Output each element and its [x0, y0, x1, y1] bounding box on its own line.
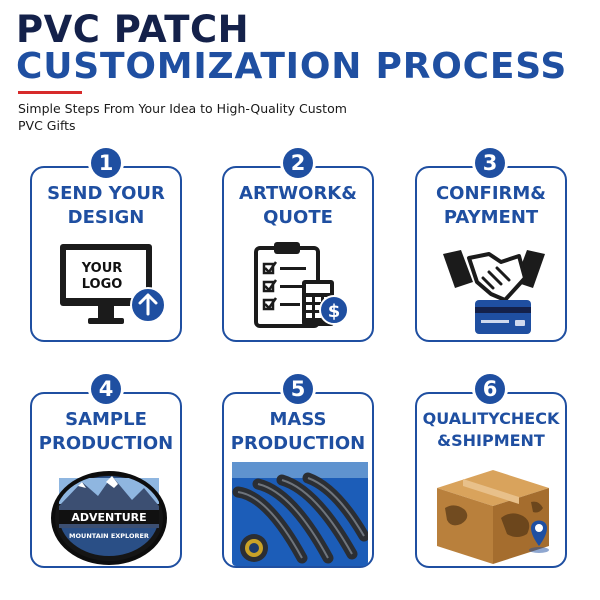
step-title: ARTWORK&QUOTE: [239, 183, 357, 228]
checklist-calculator-icon: $: [254, 242, 349, 328]
step-number-badge-6: 6: [475, 374, 505, 404]
monitor-text-2: LOGO: [82, 277, 123, 292]
step-number-badge-3: 3: [475, 148, 505, 178]
step-title: QUALITYCHECK&SHIPMENT: [422, 409, 560, 450]
page-subtitle: Simple Steps From Your Idea to High-Qual…: [18, 101, 347, 133]
step-card-2: ARTWORK&QUOTE $: [222, 166, 374, 342]
svg-text:$: $: [328, 301, 341, 322]
page-title-line1: PVC PATCH: [16, 8, 250, 51]
box-location-icon: [437, 470, 549, 564]
step-number-badge-2: 2: [283, 148, 313, 178]
page-title-line2: CUSTOMIZATION PROCESS: [16, 46, 568, 87]
monitor-text-1: YOUR: [81, 261, 123, 276]
step-number-badge-5: 5: [283, 374, 313, 404]
patch-photo: ADVENTURE MOUNTAIN EXPLORER: [51, 471, 167, 565]
step-number-badge-4: 4: [91, 374, 121, 404]
step-card-3: CONFIRM&PAYMENT: [415, 166, 567, 342]
patch-text-1: ADVENTURE: [71, 511, 146, 524]
title-underline: [18, 91, 82, 94]
production-photo: [232, 462, 368, 566]
step-number-badge-1: 1: [91, 148, 121, 178]
handshake-card-icon: [443, 250, 545, 334]
step-card-6: QUALITYCHECK&SHIPMENT: [415, 392, 567, 568]
monitor-upload-icon: YOUR LOGO: [60, 244, 166, 324]
patch-text-2: MOUNTAIN EXPLORER: [69, 532, 149, 540]
step-title: CONFIRM&PAYMENT: [435, 183, 547, 228]
